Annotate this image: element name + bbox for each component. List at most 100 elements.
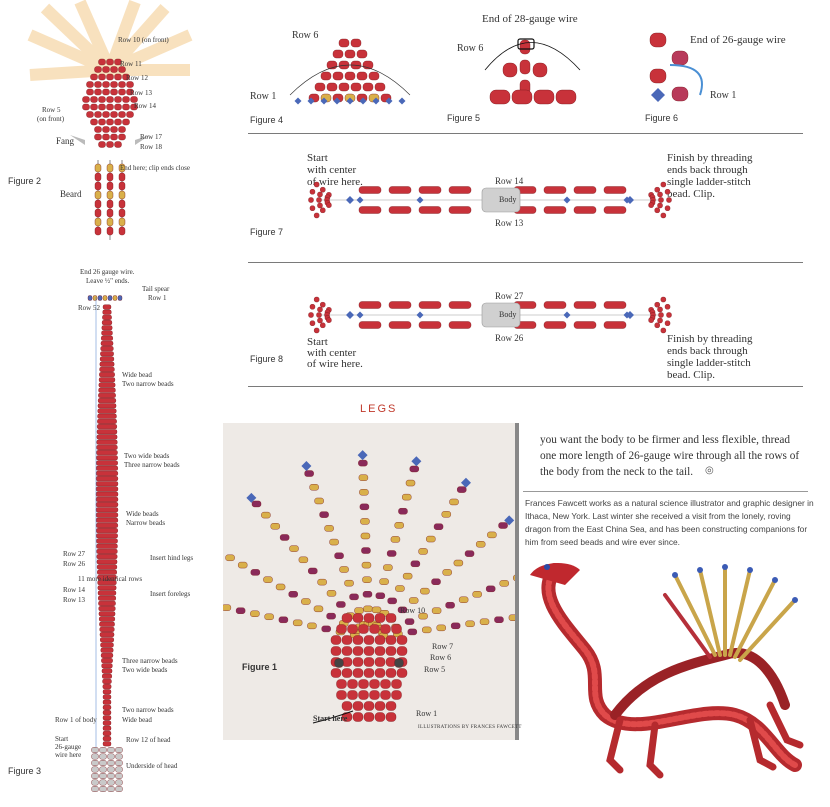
bead (666, 197, 672, 203)
bead (95, 522, 119, 528)
bead (98, 595, 116, 601)
fig1-label-start-here: Start here (313, 714, 348, 723)
bead (114, 73, 122, 81)
bead (402, 572, 413, 580)
figure-8-diagram (308, 296, 672, 334)
fig2-label-row18: Row 18 (140, 143, 162, 151)
fig7-row-top: Row 14 (495, 176, 524, 186)
crystal-bead (623, 311, 631, 319)
bead (130, 96, 138, 103)
bead (363, 613, 375, 623)
fig7-body: Body (499, 195, 517, 204)
fig3-label: End 26 gauge wire. (80, 268, 135, 276)
bead (101, 325, 113, 331)
bead (92, 295, 98, 301)
bead (100, 652, 114, 658)
crystal-bead (372, 97, 380, 105)
body-column (95, 297, 119, 755)
bead (97, 580, 117, 586)
bead (102, 88, 110, 96)
bead (657, 306, 663, 313)
bead (94, 133, 102, 141)
body-block (481, 302, 521, 328)
bead (107, 773, 115, 779)
bead (110, 126, 118, 133)
bead (304, 470, 314, 477)
bead (320, 322, 326, 329)
bead (96, 434, 118, 440)
bead (408, 597, 419, 604)
bead (107, 753, 115, 760)
bead (363, 668, 375, 678)
figure-6-diagram (649, 32, 703, 102)
bead (375, 592, 386, 599)
bead (98, 387, 116, 393)
bead (383, 564, 393, 571)
bead (543, 206, 567, 214)
bead (396, 646, 408, 656)
bead (130, 103, 138, 111)
bead (573, 186, 597, 194)
bead (251, 500, 262, 508)
bead (122, 103, 130, 111)
bead (326, 82, 338, 92)
bead (91, 760, 99, 766)
bio-divider (523, 491, 808, 492)
bead (371, 606, 382, 614)
bead (352, 701, 364, 711)
bead (341, 613, 353, 623)
bead (344, 579, 354, 587)
article-line-3: the body from the neck to the tail. (540, 466, 694, 478)
bead (326, 590, 337, 597)
bead (313, 181, 320, 188)
bead (354, 607, 364, 614)
bead (94, 111, 102, 118)
bead (388, 321, 412, 329)
bead (352, 635, 364, 645)
bead (391, 679, 402, 689)
bead (86, 81, 94, 88)
bead (101, 668, 113, 674)
bead (298, 556, 309, 563)
bead (420, 587, 430, 595)
bead (494, 616, 504, 623)
bead (543, 321, 567, 329)
fig3-label: Two wide beads (124, 452, 170, 460)
fig2-label-row13: Row 13 (130, 89, 152, 97)
fig1-label-row10: Row 10 (400, 606, 426, 615)
bead (97, 403, 117, 409)
bead (396, 635, 408, 645)
bead (436, 624, 446, 632)
crystal-bead (356, 311, 364, 319)
bead (330, 646, 342, 656)
divider-1 (248, 133, 803, 134)
bead (99, 747, 107, 753)
bead (344, 71, 356, 81)
crystal-bead (301, 461, 312, 472)
dragon-head (530, 563, 580, 585)
bead (352, 613, 364, 623)
bead (102, 689, 112, 695)
bead (91, 766, 99, 773)
bead (326, 202, 332, 208)
bead (307, 622, 317, 630)
bead (118, 111, 126, 118)
bead (499, 580, 509, 587)
bead (457, 486, 467, 493)
bead (100, 637, 114, 643)
bead (465, 620, 475, 627)
bead (321, 625, 331, 633)
bead (339, 566, 349, 573)
fig7-start-3: of wire here. (307, 176, 363, 188)
arrow-line (312, 710, 354, 724)
fig3-label: Row 12 of head (126, 736, 171, 744)
bead (485, 585, 496, 593)
bead (648, 317, 654, 323)
crystal-bead (385, 97, 393, 105)
bead (418, 548, 428, 555)
fig7-row-bottom: Row 13 (495, 218, 524, 228)
bead (99, 361, 115, 367)
bead (374, 712, 386, 722)
bead (358, 690, 369, 700)
bead (100, 642, 114, 648)
